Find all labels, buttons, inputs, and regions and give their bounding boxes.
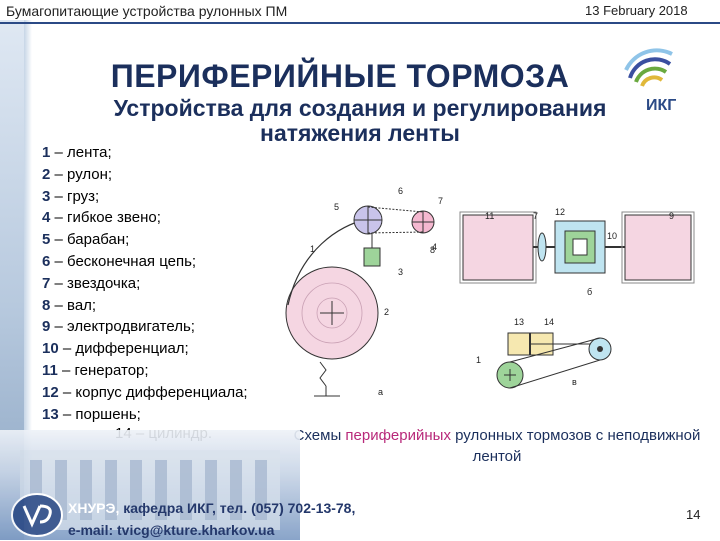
diagram-b: 11 7 12 10 9 б (459, 207, 695, 297)
footer-brand: ХНУРЭ, (68, 500, 120, 516)
legend-item: 4 – гибкое звено; (42, 209, 161, 227)
diagram-c: 13 14 1 в (476, 317, 612, 389)
svg-text:в: в (572, 377, 577, 387)
header-topic: Бумагопитающие устройства рулонных ПМ (6, 3, 288, 19)
svg-text:4: 4 (432, 242, 437, 252)
university-logo (11, 493, 63, 537)
svg-text:2: 2 (384, 307, 389, 317)
svg-text:13: 13 (514, 317, 524, 327)
svg-text:7: 7 (438, 196, 443, 206)
svg-text:12: 12 (555, 207, 565, 217)
svg-text:б: б (587, 287, 592, 297)
legend-item: 10 – дифференциал; (42, 340, 189, 358)
svg-text:10: 10 (607, 231, 617, 241)
svg-text:14: 14 (544, 317, 554, 327)
slide-title: ПЕРИФЕРИЙНЫЕ ТОРМОЗА (110, 58, 570, 94)
ikg-logo: ИКГ (624, 48, 676, 114)
svg-text:1: 1 (476, 355, 481, 365)
legend-item: 9 – электродвигатель; (42, 318, 195, 336)
svg-text:9: 9 (669, 211, 674, 221)
footer-contacts: ХНУРЭ, кафедра ИКГ, тел. (057) 702-13-78… (68, 497, 355, 541)
header-date: 13 February 2018 (585, 3, 688, 18)
component-legend: 1 – лента; 2 – рулон; 3 – груз; 4 – гибк… (42, 142, 248, 425)
svg-text:5: 5 (334, 202, 339, 212)
header-divider (0, 22, 720, 24)
legend-item: 1 – лента; (42, 144, 112, 161)
svg-text:а: а (378, 387, 383, 397)
svg-text:3: 3 (398, 267, 403, 277)
svg-text:7: 7 (533, 211, 538, 221)
legend-item: 8 – вал; (42, 296, 97, 314)
svg-text:11: 11 (485, 211, 494, 221)
legend-item: 3 – груз; (42, 187, 100, 205)
legend-item: 6 – бесконечная цепь; (42, 252, 197, 270)
legend-item: 11 – генератор; (42, 361, 149, 379)
logo-text: ИКГ (646, 97, 676, 114)
legend-item: 13 – поршень; (42, 405, 141, 423)
svg-text:6: 6 (398, 186, 403, 196)
slide-subtitle-line1: Устройства для создания и регулирования (113, 95, 607, 121)
legend-item: 7 – звездочка; (42, 274, 141, 292)
slide-subtitle-line2: натяжения ленты (260, 120, 460, 146)
legend-item: 5 – барабан; (42, 231, 130, 249)
svg-text:1: 1 (310, 244, 315, 254)
legend-item: 12 – корпус дифференциала; (42, 383, 248, 401)
legend-item: 2 – рулон; (42, 165, 113, 183)
footer-email: e-mail: tvicg@kture.kharkov.ua (68, 522, 275, 538)
svg-text:8: 8 (430, 245, 435, 255)
diagram-a: 1 2 3 4 5 6 7 8 а (285, 186, 443, 397)
diagram-caption: Схемы периферийных рулонных тормозов с н… (293, 427, 701, 465)
page-number: 14 (686, 507, 701, 522)
university-building-photo (0, 430, 300, 540)
